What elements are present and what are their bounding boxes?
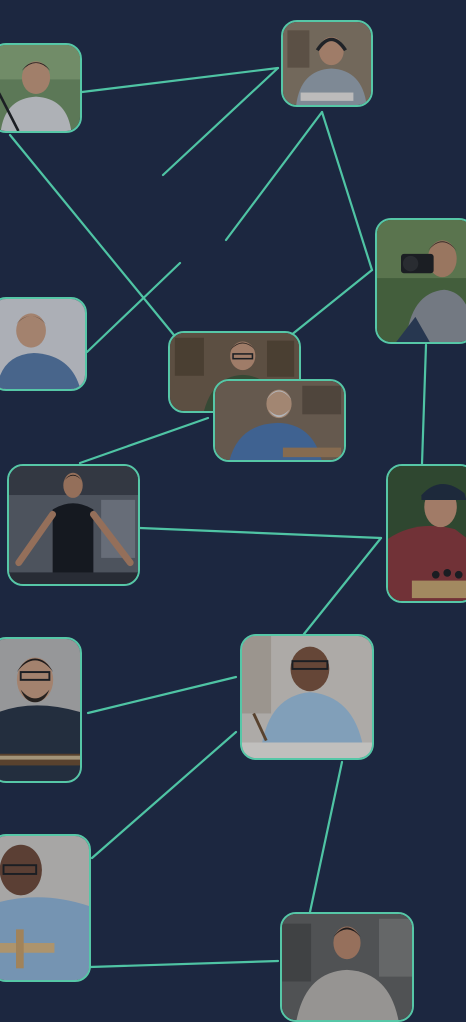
connection-line [420, 343, 428, 466]
connection-line [161, 66, 280, 177]
profile-photo [215, 381, 344, 460]
profile-photo [282, 914, 412, 1020]
profile-card-chess-player[interactable] [386, 464, 466, 603]
connection-line [78, 416, 210, 465]
connection-line [308, 760, 344, 914]
profile-photo [0, 639, 80, 781]
profile-card-workshop-smile[interactable] [280, 912, 414, 1022]
profile-photo [0, 299, 85, 389]
connection-line [8, 133, 180, 342]
connection-line [288, 268, 374, 338]
profile-card-student-headphones[interactable] [281, 20, 373, 107]
profile-photo [0, 45, 80, 131]
connection-line [224, 110, 324, 242]
profile-photo [242, 636, 372, 758]
profile-card-photographer[interactable] [375, 218, 466, 344]
profile-card-guitarist[interactable] [0, 637, 82, 783]
connection-line [302, 536, 383, 636]
profile-card-denim-shirt[interactable] [0, 297, 87, 391]
connection-line [85, 261, 182, 354]
connection-line [138, 526, 383, 540]
profile-card-model-airplane[interactable] [0, 834, 91, 982]
connection-line [320, 110, 374, 272]
profile-card-elderly-woodworker[interactable] [213, 379, 346, 462]
connection-line [80, 66, 280, 94]
connection-line [88, 959, 280, 969]
profile-card-painter[interactable] [240, 634, 374, 760]
profile-photo [0, 836, 89, 980]
profile-card-fisherman[interactable] [0, 43, 82, 133]
profile-card-gym-jump-rope[interactable] [7, 464, 140, 586]
connection-line [86, 675, 238, 715]
profile-photo [388, 466, 466, 601]
connection-line [90, 730, 238, 860]
profile-photo [283, 22, 371, 105]
profile-photo [377, 220, 466, 342]
profile-photo [9, 466, 138, 584]
